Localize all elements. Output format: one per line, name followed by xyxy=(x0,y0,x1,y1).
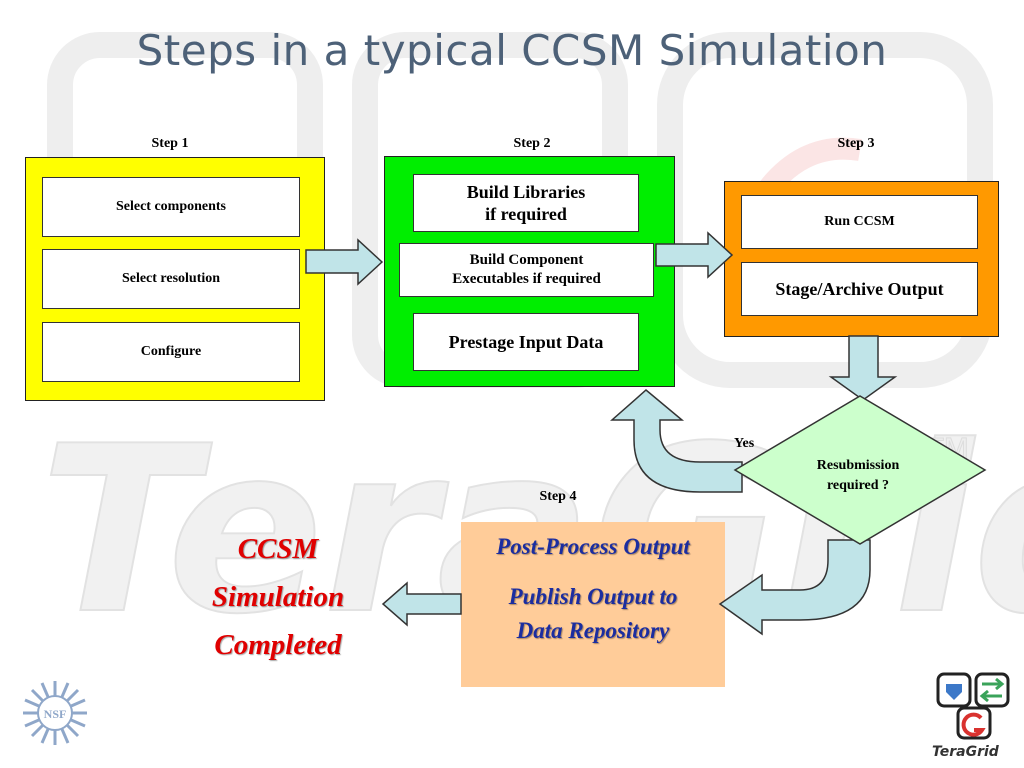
step1-label: Step 1 xyxy=(151,136,189,151)
step1-panel: Select components Select resolution Conf… xyxy=(25,157,325,401)
arrow-decision-to-step4 xyxy=(718,539,871,636)
select-components-label: Select components xyxy=(115,199,227,215)
step2-label: Step 2 xyxy=(513,136,551,151)
arrow-step2-to-step3 xyxy=(655,231,734,279)
step3-label: Step 3 xyxy=(837,136,875,151)
resubmission-line1: Resubmission xyxy=(816,458,900,473)
resubmission-decision-diamond xyxy=(733,395,987,545)
arrow-yes-to-step2 xyxy=(610,389,743,493)
arrow-step3-to-decision xyxy=(828,335,898,401)
build-libraries-box: Build Libraries if required xyxy=(413,174,639,232)
nsf-logo-text: NSF xyxy=(44,707,67,721)
completed-line1: CCSM xyxy=(237,533,319,565)
select-components-box: Select components xyxy=(42,177,300,237)
prestage-input-box: Prestage Input Data xyxy=(413,313,639,371)
resubmission-line2: required ? xyxy=(826,477,890,493)
step3-panel: Run CCSM Stage/Archive Output xyxy=(724,181,999,337)
run-ccsm-box: Run CCSM xyxy=(741,195,978,249)
step4-label: Step 4 xyxy=(539,489,577,504)
build-libraries-line2: if required xyxy=(485,204,567,224)
arrow-step4-to-completed xyxy=(381,581,462,627)
post-process-label: Post-Process Output xyxy=(496,534,690,559)
publish-output-line2: Data Repository xyxy=(516,618,670,643)
select-resolution-label: Select resolution xyxy=(121,271,221,287)
run-ccsm-label: Run CCSM xyxy=(824,214,895,230)
resubmission-label: Resubmission required ? xyxy=(803,456,913,495)
publish-output-line1: Publish Output to xyxy=(508,584,678,609)
configure-label: Configure xyxy=(140,344,202,360)
stage-archive-box: Stage/Archive Output xyxy=(741,262,978,316)
stage-archive-label: Stage/Archive Output xyxy=(775,278,944,299)
completed-line3: Completed xyxy=(214,629,342,661)
prestage-input-label: Prestage Input Data xyxy=(448,331,604,352)
nsf-logo: NSF xyxy=(23,681,87,745)
teragrid-logo-text: TeraGrid xyxy=(932,744,999,760)
step4-box: Post-Process Output Publish Output to Da… xyxy=(461,522,725,687)
select-resolution-box: Select resolution xyxy=(42,249,300,309)
build-executables-line2: Executables if required xyxy=(452,271,601,287)
configure-box: Configure xyxy=(42,322,300,382)
build-executables-box: Build Component Executables if required xyxy=(399,243,654,297)
yes-label: Yes xyxy=(734,436,755,451)
build-libraries-line1: Build Libraries xyxy=(466,181,586,202)
teragrid-logo xyxy=(936,672,1010,740)
completed-line2: Simulation xyxy=(211,581,345,613)
build-executables-line1: Build Component xyxy=(469,252,584,269)
step2-panel: Build Libraries if required Build Compon… xyxy=(384,156,675,387)
arrow-step1-to-step2 xyxy=(305,238,384,286)
slide-title: Steps in a typical CCSM Simulation xyxy=(136,26,888,75)
